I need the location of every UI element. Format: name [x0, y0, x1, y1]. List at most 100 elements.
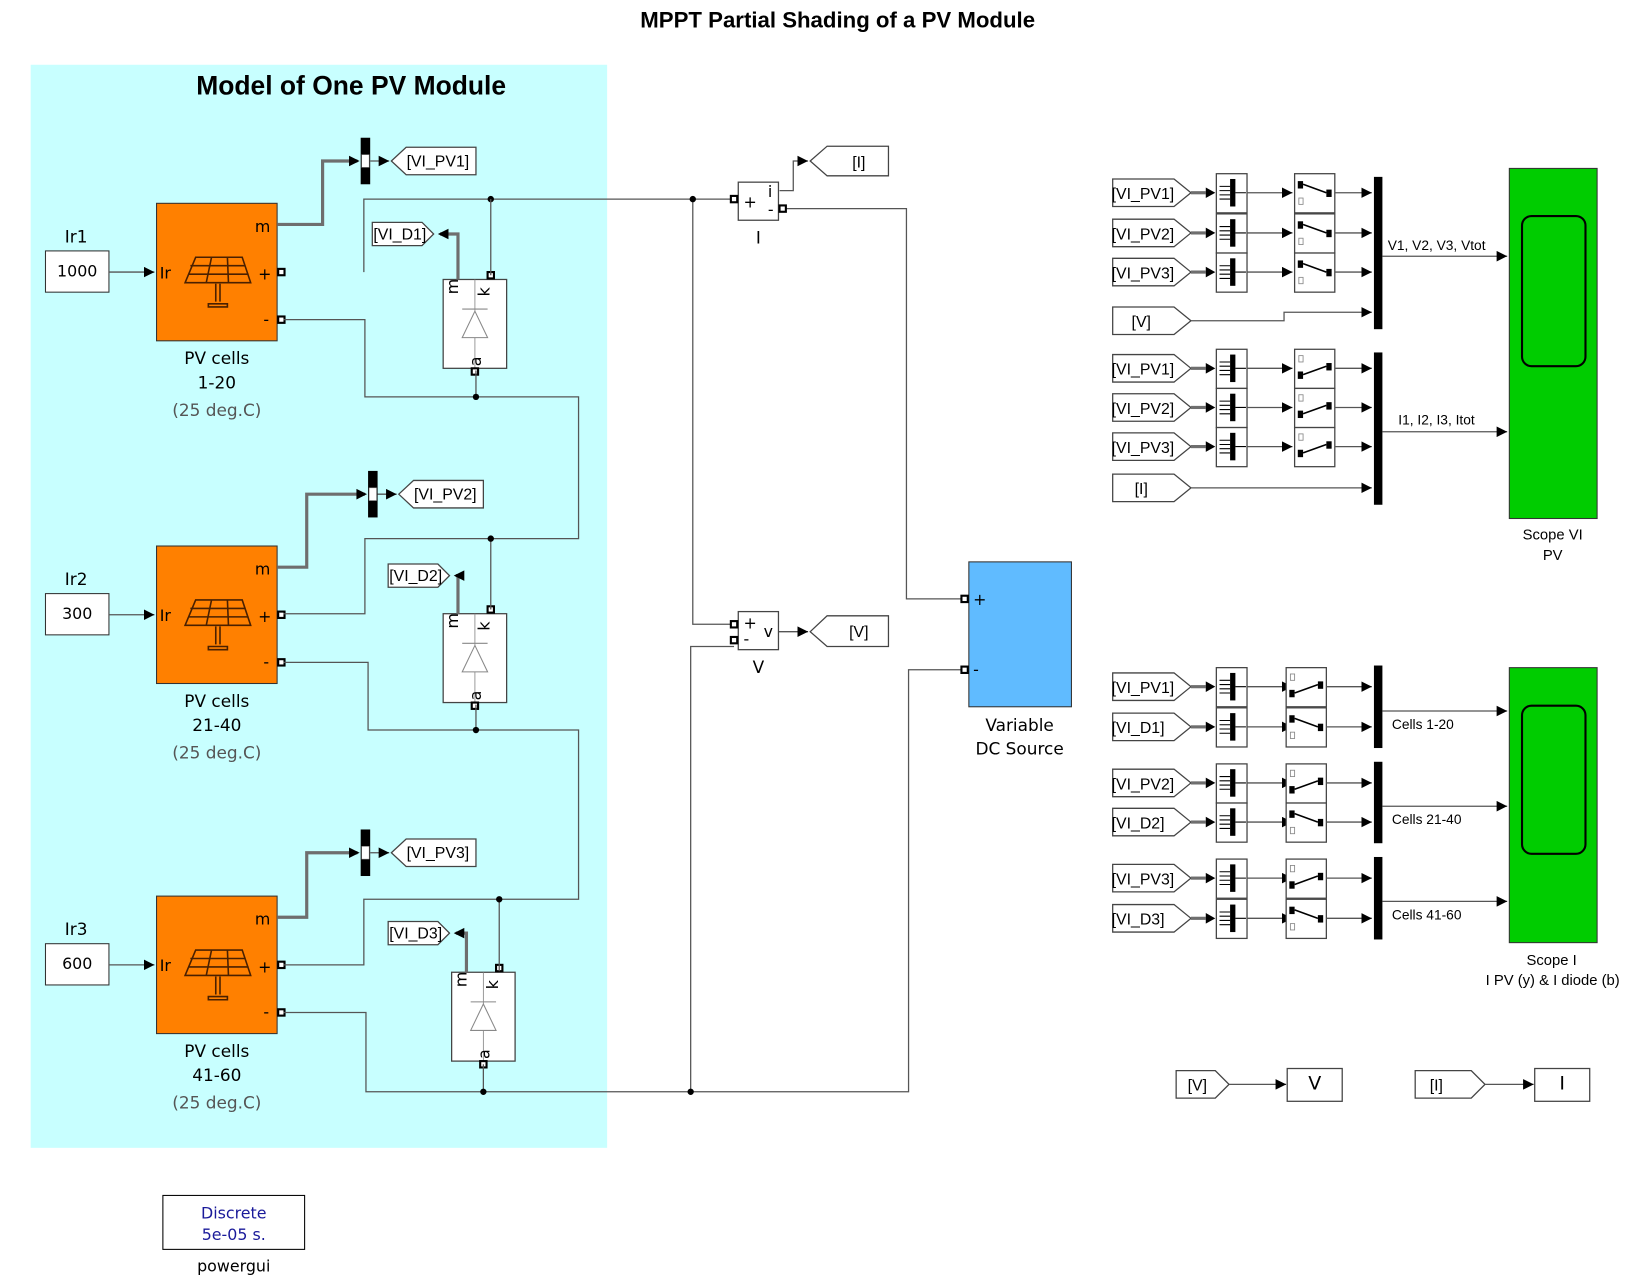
demux-block[interactable]	[1215, 348, 1248, 390]
from-label: [VI_PV1]	[1112, 362, 1175, 379]
port-label: i	[768, 182, 772, 201]
scope-vi-pv[interactable]: Scope VI PV	[1508, 167, 1598, 564]
diode-icon	[461, 642, 489, 673]
irradiance-constant[interactable]: 300	[44, 593, 110, 636]
from-tag[interactable]: [VI_D2]	[1112, 807, 1192, 837]
pv-block-name: PV cells	[184, 691, 249, 711]
manual-switch[interactable]	[1285, 667, 1327, 708]
from-tag[interactable]: [VI_PV3]	[1112, 432, 1192, 461]
bus-selector[interactable]	[368, 470, 378, 518]
demux-block[interactable]	[1215, 426, 1248, 468]
port-label: k	[475, 621, 494, 631]
block-name: V	[753, 657, 765, 677]
goto-vi-d[interactable]: [VI_D2]	[387, 563, 451, 588]
manual-switch[interactable]	[1285, 858, 1327, 899]
port-label: Ir	[160, 263, 172, 282]
arrow	[1205, 266, 1216, 278]
mux-block[interactable]	[1373, 761, 1383, 844]
from-tag[interactable]: [VI_PV1]	[1112, 353, 1192, 383]
signal-row: [VI_PV2]	[1112, 213, 1372, 254]
from-tag[interactable]: [VI_PV3]	[1112, 257, 1192, 287]
irradiance-constant[interactable]: 1000	[44, 250, 110, 293]
manual-switch[interactable]	[1293, 348, 1336, 390]
port-square	[277, 267, 286, 277]
from-label: [VI_PV3]	[1112, 871, 1175, 888]
goto-i[interactable]: [I]	[809, 145, 890, 177]
arrow	[453, 927, 465, 939]
mux-block[interactable]	[1373, 176, 1383, 330]
from-tag[interactable]: [VI_PV2]	[1112, 218, 1192, 248]
junction	[480, 1088, 487, 1095]
goto-vi-d[interactable]: [VI_D1]	[371, 221, 435, 247]
display-block[interactable]: I	[1534, 1067, 1591, 1102]
demux-block[interactable]	[1215, 802, 1248, 843]
from-tag[interactable]: [VI_PV2]	[1112, 393, 1192, 422]
display-block[interactable]: V	[1286, 1067, 1343, 1102]
manual-switch[interactable]	[1293, 173, 1336, 214]
from-tag[interactable]: [I]	[1112, 473, 1192, 503]
from-tag[interactable]: [VI_PV3]	[1112, 863, 1192, 893]
mux-block[interactable]	[1373, 665, 1383, 749]
port-label: m	[443, 613, 462, 628]
manual-switch[interactable]	[1293, 213, 1336, 254]
demux-block[interactable]	[1215, 173, 1248, 214]
block-name: DC Source	[975, 738, 1063, 758]
pv-cells-block[interactable]: Irm+-	[156, 895, 286, 1035]
demux-block[interactable]	[1215, 387, 1248, 429]
goto-vi-pv[interactable]: [VI_PV3]	[390, 838, 477, 868]
manual-switch[interactable]	[1285, 763, 1327, 804]
solar-panel-icon	[183, 256, 252, 308]
solar-panel-icon	[183, 599, 252, 651]
voltage-measurement-block[interactable]: + - v V	[729, 610, 780, 677]
displays-layer: [V] V [I] I	[1175, 1067, 1591, 1102]
demux-block[interactable]	[1215, 667, 1248, 708]
demux-block[interactable]	[1215, 213, 1248, 254]
bus-selector[interactable]	[360, 829, 371, 877]
demux-block[interactable]	[1215, 858, 1248, 899]
from-tag[interactable]: [VI_PV1]	[1112, 672, 1192, 702]
demux-block[interactable]	[1215, 707, 1248, 748]
variable-dc-source-block[interactable]: + - Variable DC Source	[960, 561, 1072, 759]
from-tag[interactable]: [VI_D1]	[1112, 712, 1192, 742]
display-label: I	[1559, 1073, 1565, 1095]
manual-switch[interactable]	[1293, 387, 1336, 429]
arrow	[1205, 363, 1216, 374]
from-tag[interactable]: [I]	[1414, 1069, 1486, 1099]
from-tag[interactable]: [VI_PV1]	[1112, 178, 1192, 208]
powergui-block[interactable]: Discrete 5e-05 s. powergui	[162, 1194, 306, 1275]
manual-switch[interactable]	[1285, 707, 1327, 748]
manual-switch[interactable]	[1293, 426, 1336, 468]
demux-block[interactable]	[1215, 898, 1248, 940]
port-label: +	[744, 614, 757, 633]
from-tag[interactable]: [V]	[1175, 1069, 1230, 1099]
manual-switch[interactable]	[1285, 802, 1327, 843]
mux-block[interactable]	[1373, 856, 1383, 940]
current-measurement-block[interactable]: + i - I	[729, 181, 787, 248]
goto-label: [VI_PV3]	[407, 845, 470, 862]
scope-i[interactable]: Scope I I PV (y) & I diode (b)	[1486, 667, 1620, 989]
from-tag[interactable]: [V]	[1112, 306, 1192, 336]
goto-vi-pv[interactable]: [VI_PV1]	[390, 146, 477, 176]
arrow	[453, 570, 465, 581]
irradiance-constant[interactable]: 600	[44, 943, 110, 986]
goto-vi-d[interactable]: [VI_D3]	[387, 920, 451, 946]
manual-switch[interactable]	[1285, 898, 1327, 940]
pv-cells-block[interactable]: Irm+-	[156, 202, 286, 342]
manual-switch[interactable]	[1293, 252, 1336, 293]
pv-cells-block[interactable]: Irm+-	[156, 545, 286, 685]
from-tag[interactable]: [VI_PV2]	[1112, 768, 1192, 798]
goto-v[interactable]: [V]	[809, 615, 890, 648]
demux-block[interactable]	[1215, 763, 1248, 804]
bus-selector[interactable]	[360, 137, 371, 185]
goto-vi-pv[interactable]: [VI_PV2]	[397, 479, 485, 509]
mux-block[interactable]	[1373, 352, 1383, 505]
port-label: +	[258, 264, 271, 283]
powergui-sample-time: 5e-05 s.	[202, 1225, 266, 1244]
from-tag[interactable]: [VI_D3]	[1112, 903, 1192, 933]
demux-block[interactable]	[1215, 252, 1248, 293]
arrow	[1205, 402, 1216, 413]
